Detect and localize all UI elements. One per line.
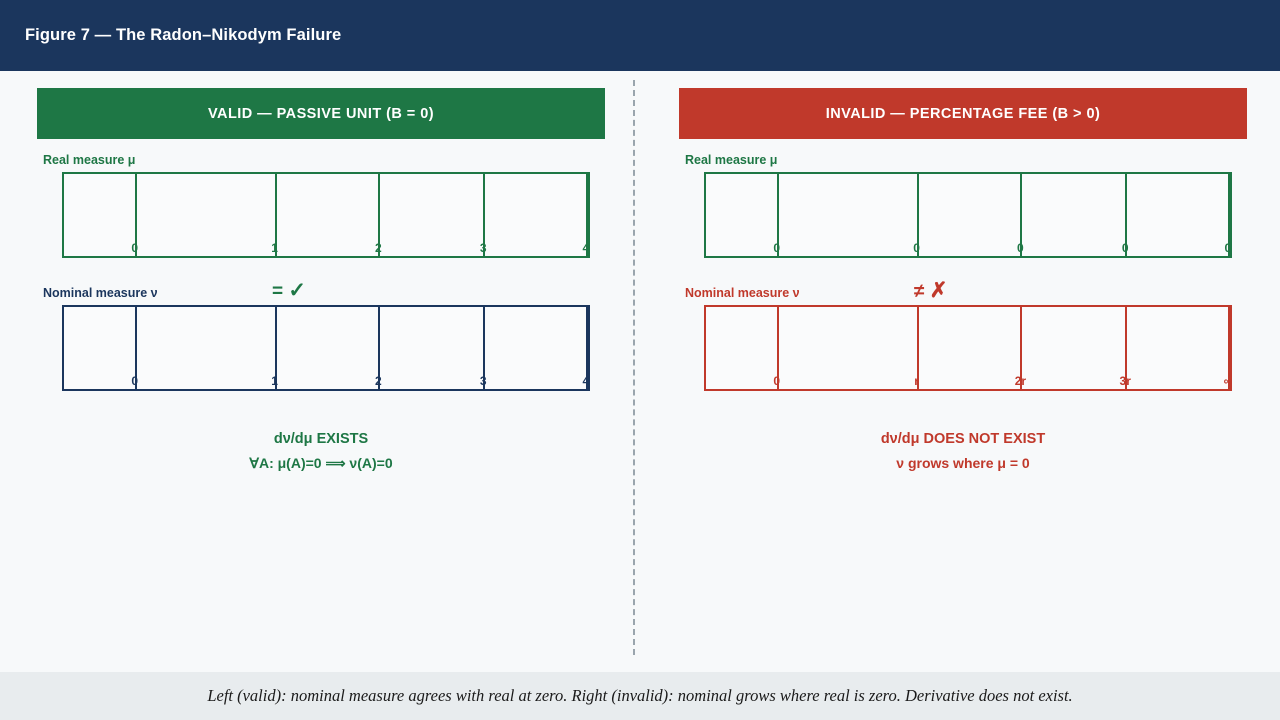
tick-label: 3 (479, 374, 487, 388)
valid-real-measure-label: Real measure μ (43, 153, 136, 167)
tick-label: r (914, 374, 919, 388)
tick-line (1020, 307, 1023, 389)
valid-relation-symbol: = ✓ (272, 279, 306, 302)
tick-line (1227, 307, 1230, 389)
title-bar: Figure 7 — The Radon–Nikodym Failure (0, 0, 1280, 71)
invalid-real-measure-bar: 0 0 0 0 0 (704, 172, 1232, 258)
tick-label: 0 (773, 374, 781, 388)
tick-label: 0 (131, 241, 139, 255)
panel-valid: VALID — PASSIVE UNIT (B = 0) Real measur… (37, 88, 605, 475)
tick-line (776, 307, 779, 389)
panel-valid-header: VALID — PASSIVE UNIT (B = 0) (37, 88, 605, 139)
panel-invalid-header-label: INVALID — PERCENTAGE FEE (B > 0) (825, 105, 1101, 122)
check-mark-icon: ✓ (288, 279, 306, 302)
tick-label: 4 (582, 241, 590, 255)
valid-nominal-measure-label: Nominal measure ν (43, 286, 158, 300)
tick-line (1125, 174, 1128, 256)
figure-caption-bar: Left (valid): nominal measure agrees wit… (0, 672, 1280, 720)
valid-conclusion: dν/dμ EXISTS ∀A: μ(A)=0 ⟹ ν(A)=0 (37, 427, 605, 475)
tick-line (1020, 174, 1023, 256)
tick-label: 1 (271, 241, 278, 255)
panel-invalid-header: INVALID — PERCENTAGE FEE (B > 0) (679, 88, 1247, 139)
tick-label: 0 (1017, 241, 1024, 255)
tick-line (274, 307, 277, 389)
valid-nominal-measure-block: Nominal measure ν = ✓ 0 1 2 3 4 (37, 280, 605, 391)
valid-real-measure-bar: 0 1 2 3 4 (62, 172, 590, 258)
tick-line (916, 307, 919, 389)
tick-line (378, 174, 381, 256)
tick-label: 0 (913, 241, 920, 255)
invalid-conclusion: dν/dμ DOES NOT EXIST ν grows where μ = 0 (679, 427, 1247, 475)
invalid-nominal-measure-block: Nominal measure ν ≠ ✗ 0 r 2r 3r ∞ (679, 280, 1247, 391)
relation-operator: = (272, 281, 284, 302)
panel-divider (633, 80, 635, 655)
panel-invalid: INVALID — PERCENTAGE FEE (B > 0) Real me… (679, 88, 1247, 475)
panel-valid-header-label: VALID — PASSIVE UNIT (B = 0) (208, 105, 434, 122)
tick-label: 0 (1121, 241, 1129, 255)
tick-label: 4 (582, 374, 590, 388)
figure-stage: VALID — PASSIVE UNIT (B = 0) Real measur… (0, 71, 1280, 672)
invalid-nominal-measure-label: Nominal measure ν (685, 286, 800, 300)
tick-line (483, 174, 486, 256)
tick-label: 3r (1119, 374, 1131, 388)
invalid-nominal-measure-bar: 0 r 2r 3r ∞ (704, 305, 1232, 391)
tick-label: 0 (131, 374, 139, 388)
tick-line (483, 307, 486, 389)
invalid-conclusion-line2: ν grows where μ = 0 (896, 455, 1030, 471)
tick-label: 2 (375, 374, 382, 388)
tick-label: 1 (271, 374, 278, 388)
invalid-real-measure-block: Real measure μ 0 0 0 0 0 (679, 152, 1247, 258)
tick-line (134, 307, 137, 389)
cross-mark-icon: ✗ (929, 279, 948, 302)
tick-line (378, 307, 381, 389)
tick-label: 2r (1014, 374, 1027, 388)
tick-line (916, 174, 919, 256)
valid-real-measure-block: Real measure μ 0 1 2 3 4 (37, 152, 605, 258)
tick-label: 0 (1224, 241, 1232, 255)
figure-title: Figure 7 — The Radon–Nikodym Failure (25, 26, 342, 44)
spacer (37, 258, 605, 285)
invalid-conclusion-line1: dν/dμ DOES NOT EXIST (880, 431, 1046, 447)
figure-caption: Left (valid): nominal measure agrees wit… (207, 686, 1073, 705)
tick-label: 3 (479, 241, 487, 255)
tick-line (585, 307, 588, 389)
invalid-real-measure-label: Real measure μ (685, 153, 778, 167)
spacer (679, 258, 1247, 285)
valid-conclusion-line2: ∀A: μ(A)=0 ⟹ ν(A)=0 (249, 455, 393, 471)
tick-label: 0 (773, 241, 781, 255)
relation-operator: ≠ (914, 281, 925, 302)
tick-line (134, 174, 137, 256)
tick-line (274, 174, 277, 256)
tick-label: 2 (375, 241, 382, 255)
tick-line (776, 174, 779, 256)
tick-line (1125, 307, 1128, 389)
tick-label: ∞ (1223, 374, 1233, 388)
valid-conclusion-line1: dν/dμ EXISTS (273, 431, 369, 447)
tick-line (1227, 174, 1230, 256)
tick-line (585, 174, 588, 256)
valid-nominal-measure-bar: 0 1 2 3 4 (62, 305, 590, 391)
invalid-relation-symbol: ≠ ✗ (914, 279, 948, 302)
